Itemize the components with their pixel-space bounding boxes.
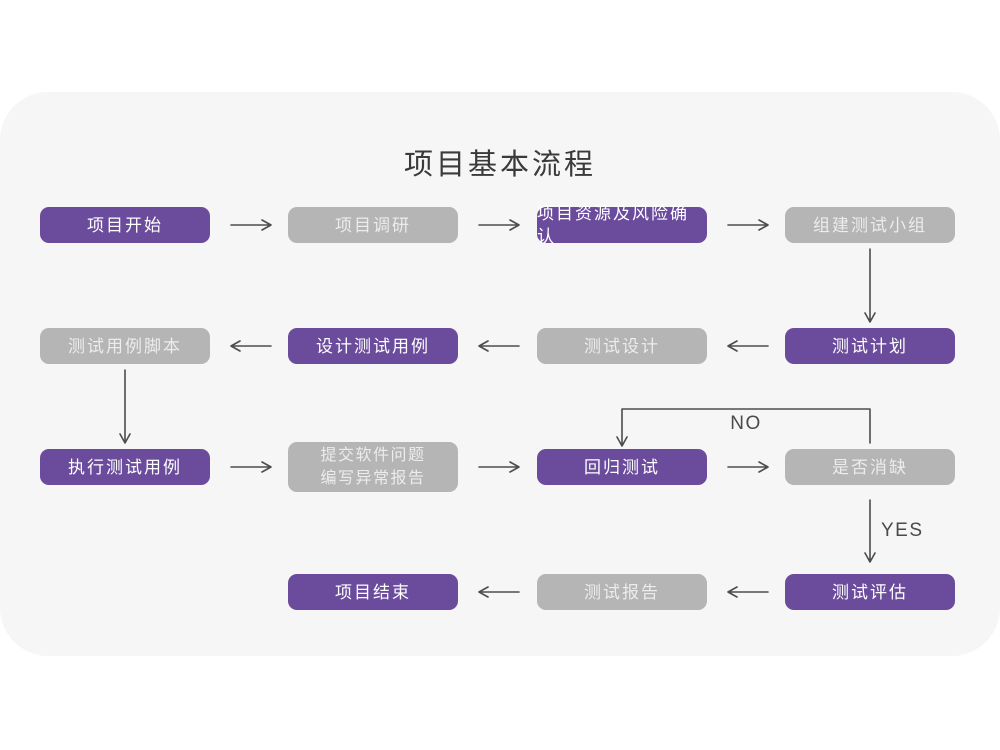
node-label: 项目资源及风险确认 [537,204,689,246]
node-test-report: 测试报告 [537,574,707,610]
node-label: 项目调研 [335,215,411,235]
node-label-line1: 提交软件问题 [320,447,426,464]
node-project-end: 项目结束 [288,574,458,610]
node-test-case-script: 测试用例脚本 [40,328,210,364]
node-project-research: 项目调研 [288,207,458,243]
node-resources-risk-confirm: 项目资源及风险确认 [537,204,707,246]
node-label: 执行测试用例 [68,457,182,477]
node-design-test-cases: 设计测试用例 [288,328,458,364]
node-label: 测试用例脚本 [68,336,182,356]
node-test-design: 测试设计 [537,328,707,364]
branch-label-yes: YES [881,520,924,541]
node-build-test-team: 组建测试小组 [785,207,955,243]
node-label: 设计测试用例 [316,336,430,356]
node-label-line2: 编写异常报告 [320,470,426,487]
node-label: 测试设计 [584,336,660,356]
node-label: 是否消缺 [832,457,908,477]
node-label: 测试计划 [832,336,908,356]
node-label: 项目开始 [87,215,163,235]
flowchart-card-background [0,92,1000,656]
node-project-start: 项目开始 [40,207,210,243]
node-submit-issues-write-report: 提交软件问题 编写异常报告 [288,442,458,492]
node-label: 测试报告 [584,582,660,602]
branch-label-no: NO [730,413,762,434]
node-test-evaluation: 测试评估 [785,574,955,610]
node-label: 测试评估 [832,582,908,602]
node-label: 组建测试小组 [813,215,927,235]
diagram-title: 项目基本流程 [403,149,596,181]
node-regression-test: 回归测试 [537,449,707,485]
node-execute-test-cases: 执行测试用例 [40,449,210,485]
node-test-plan: 测试计划 [785,328,955,364]
node-label: 项目结束 [335,582,411,602]
node-label: 回归测试 [584,457,660,477]
node-defect-eliminated-decision: 是否消缺 [785,449,955,485]
